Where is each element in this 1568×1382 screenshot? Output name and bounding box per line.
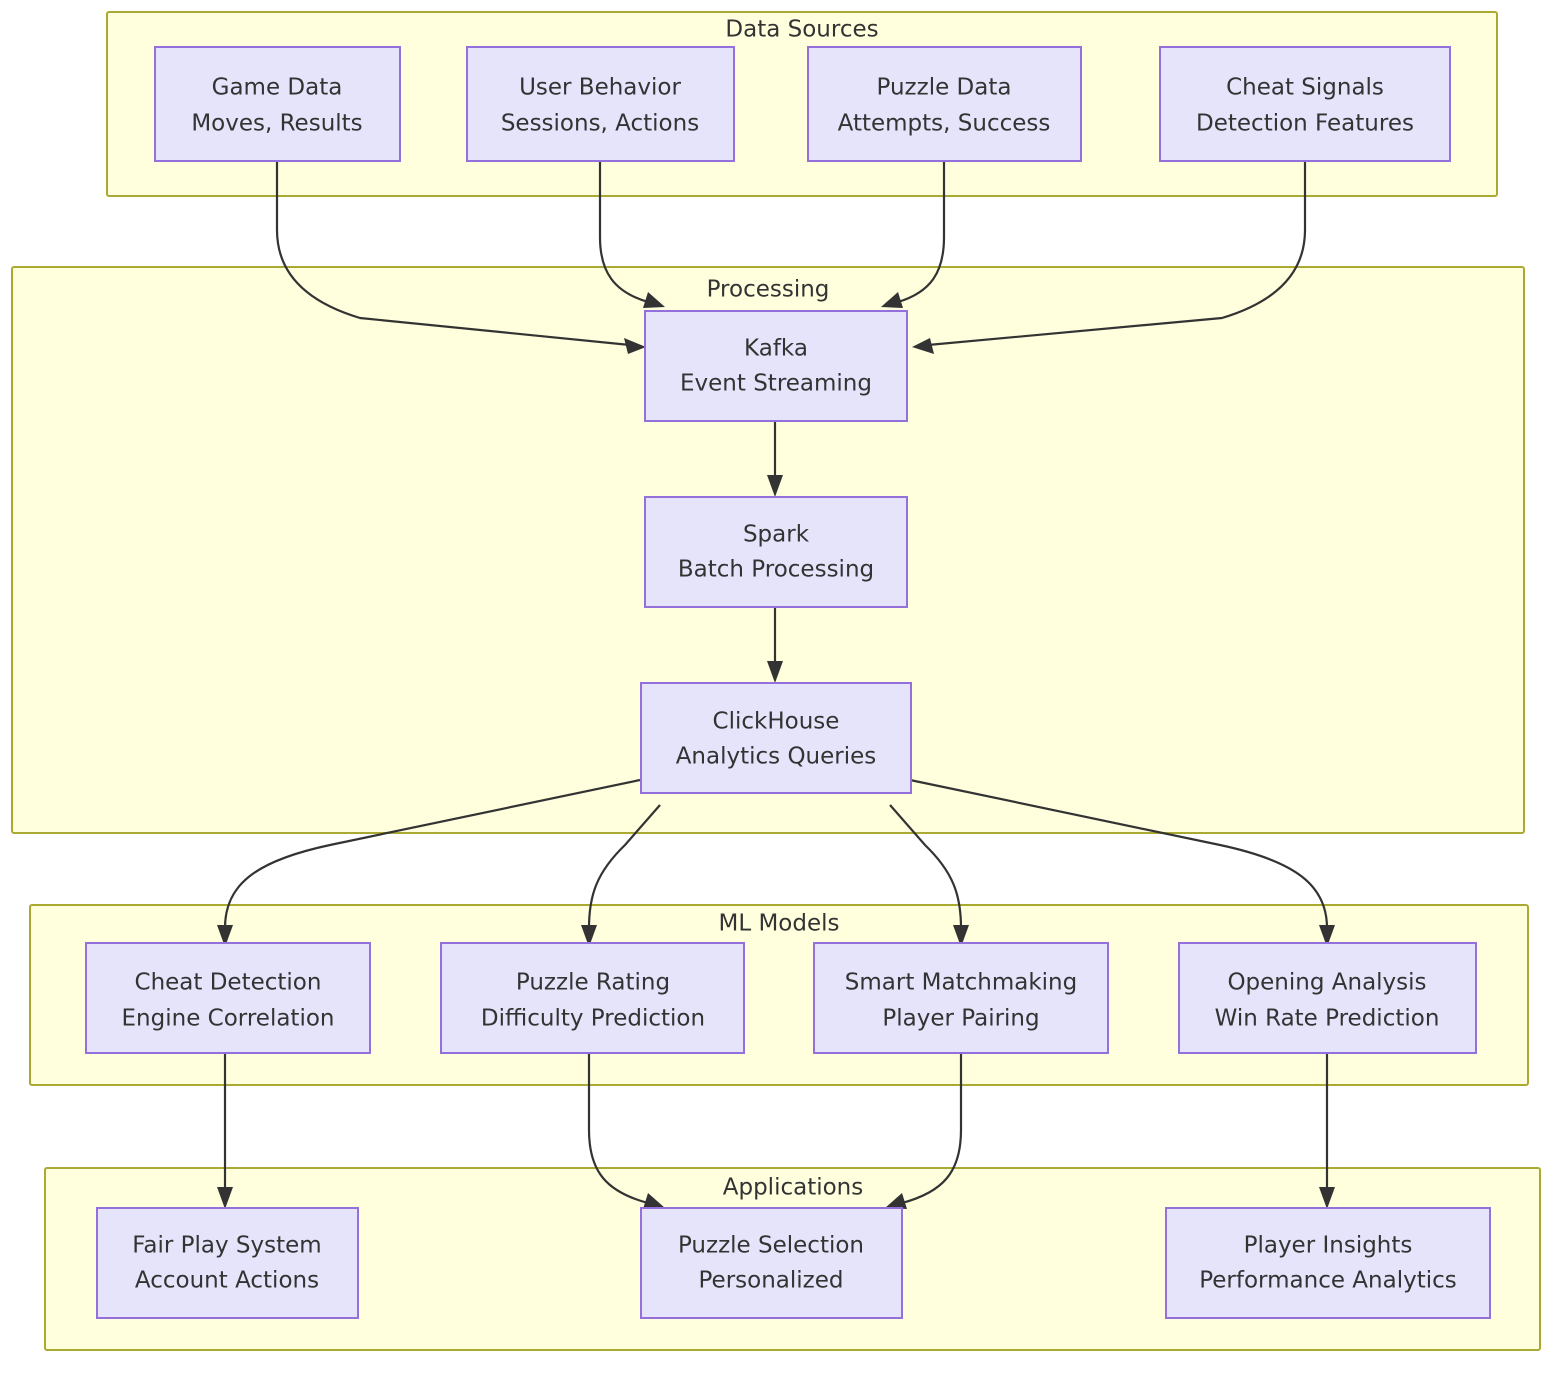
node-opening-analysis-box[interactable] — [1178, 942, 1477, 1054]
node-spark-line2: Batch Processing — [678, 557, 874, 583]
edge-game-data-to-kafka — [275, 161, 646, 354]
node-smart-matchmaking-box[interactable] — [813, 942, 1109, 1054]
node-puzzle-selection-line1: Puzzle Selection — [678, 1233, 864, 1259]
node-clickhouse-line2: Analytics Queries — [676, 744, 877, 770]
edge-puzzle-rating-to-puzzle-selection — [587, 1052, 665, 1209]
node-spark-box[interactable] — [644, 496, 908, 608]
node-cheat-detection[interactable]: Cheat Detection Engine Correlation — [85, 942, 371, 1054]
node-puzzle-selection-box[interactable] — [640, 1207, 903, 1319]
node-player-insights-box[interactable] — [1165, 1207, 1491, 1319]
node-fair-play-system-line1: Fair Play System — [132, 1233, 321, 1259]
node-cheat-signals[interactable]: Cheat Signals Detection Features — [1159, 46, 1451, 162]
node-smart-matchmaking-line1: Smart Matchmaking — [845, 970, 1077, 996]
node-spark-line1: Spark — [743, 522, 810, 548]
node-user-behavior-line1: User Behavior — [519, 75, 681, 101]
node-puzzle-selection[interactable]: Puzzle Selection Personalized — [640, 1207, 903, 1319]
node-fair-play-system[interactable]: Fair Play System Account Actions — [96, 1207, 359, 1319]
node-cheat-detection-box[interactable] — [85, 942, 371, 1054]
node-kafka-line1: Kafka — [744, 336, 808, 362]
node-puzzle-selection-line2: Personalized — [699, 1268, 844, 1294]
node-user-behavior-box[interactable] — [466, 46, 735, 162]
node-kafka-box[interactable] — [644, 310, 908, 422]
node-opening-analysis-line1: Opening Analysis — [1227, 970, 1426, 996]
node-opening-analysis[interactable]: Opening Analysis Win Rate Prediction — [1178, 942, 1477, 1054]
node-puzzle-data-line2: Attempts, Success — [838, 111, 1051, 137]
node-puzzle-data-line1: Puzzle Data — [877, 75, 1012, 101]
node-player-insights-line1: Player Insights — [1244, 1233, 1413, 1259]
edge-opening-analysis-to-player-insights — [1319, 1052, 1335, 1209]
node-puzzle-rating[interactable]: Puzzle Rating Difficulty Prediction — [440, 942, 745, 1054]
cluster-processing-title: Processing — [707, 277, 830, 303]
cluster-data-sources-box — [106, 11, 1498, 197]
cluster-ml-models: ML Models — [29, 904, 1529, 1086]
node-cheat-detection-line1: Cheat Detection — [135, 970, 322, 996]
edge-clickhouse-to-opening-analysis — [909, 778, 1335, 947]
cluster-ml-models-box — [29, 904, 1529, 1086]
node-puzzle-rating-box[interactable] — [440, 942, 745, 1054]
node-cheat-detection-line2: Engine Correlation — [122, 1006, 335, 1032]
node-smart-matchmaking-line2: Player Pairing — [882, 1006, 1039, 1032]
edge-user-behavior-to-kafka — [598, 161, 665, 308]
node-clickhouse-line1: ClickHouse — [713, 709, 840, 735]
node-kafka-line2: Event Streaming — [680, 371, 872, 397]
node-cheat-signals-line2: Detection Features — [1196, 111, 1414, 137]
edge-clickhouse-to-smart-matchmaking — [889, 804, 969, 947]
cluster-data-sources: Data Sources — [106, 11, 1498, 197]
node-puzzle-data[interactable]: Puzzle Data Attempts, Success — [807, 46, 1082, 162]
node-game-data[interactable]: Game Data Moves, Results — [154, 46, 401, 162]
edge-smart-matchmaking-to-puzzle-selection — [885, 1052, 963, 1209]
node-puzzle-rating-line1: Puzzle Rating — [516, 970, 670, 996]
edge-puzzle-data-to-kafka — [881, 161, 946, 308]
cluster-data-sources-title: Data Sources — [725, 17, 878, 43]
node-cheat-signals-box[interactable] — [1159, 46, 1451, 162]
node-game-data-line1: Game Data — [212, 75, 343, 101]
node-opening-analysis-line2: Win Rate Prediction — [1215, 1006, 1440, 1032]
node-game-data-line2: Moves, Results — [191, 111, 362, 137]
edge-cheat-signals-to-kafka — [912, 161, 1307, 354]
edge-clickhouse-to-puzzle-rating — [581, 804, 661, 947]
edge-cheat-detection-to-fair-play — [217, 1052, 233, 1209]
node-user-behavior-line2: Sessions, Actions — [501, 111, 699, 137]
node-player-insights[interactable]: Player Insights Performance Analytics — [1165, 1207, 1491, 1319]
node-puzzle-data-box[interactable] — [807, 46, 1082, 162]
node-spark[interactable]: Spark Batch Processing — [644, 496, 908, 608]
edge-kafka-to-spark — [767, 421, 783, 497]
node-fair-play-system-line2: Account Actions — [135, 1268, 319, 1294]
node-cheat-signals-line1: Cheat Signals — [1226, 75, 1384, 101]
node-clickhouse-box[interactable] — [640, 682, 912, 794]
node-player-insights-line2: Performance Analytics — [1199, 1268, 1457, 1294]
node-fair-play-system-box[interactable] — [96, 1207, 359, 1319]
node-game-data-box[interactable] — [154, 46, 401, 162]
cluster-ml-models-title: ML Models — [718, 911, 839, 937]
edge-clickhouse-to-cheat-detection — [217, 778, 641, 947]
node-kafka[interactable]: Kafka Event Streaming — [644, 310, 908, 422]
node-smart-matchmaking[interactable]: Smart Matchmaking Player Pairing — [813, 942, 1109, 1054]
node-clickhouse[interactable]: ClickHouse Analytics Queries — [640, 682, 912, 794]
edge-spark-to-clickhouse — [767, 607, 783, 683]
cluster-applications-title: Applications — [723, 1175, 864, 1201]
node-puzzle-rating-line2: Difficulty Prediction — [481, 1006, 705, 1032]
node-user-behavior[interactable]: User Behavior Sessions, Actions — [466, 46, 735, 162]
